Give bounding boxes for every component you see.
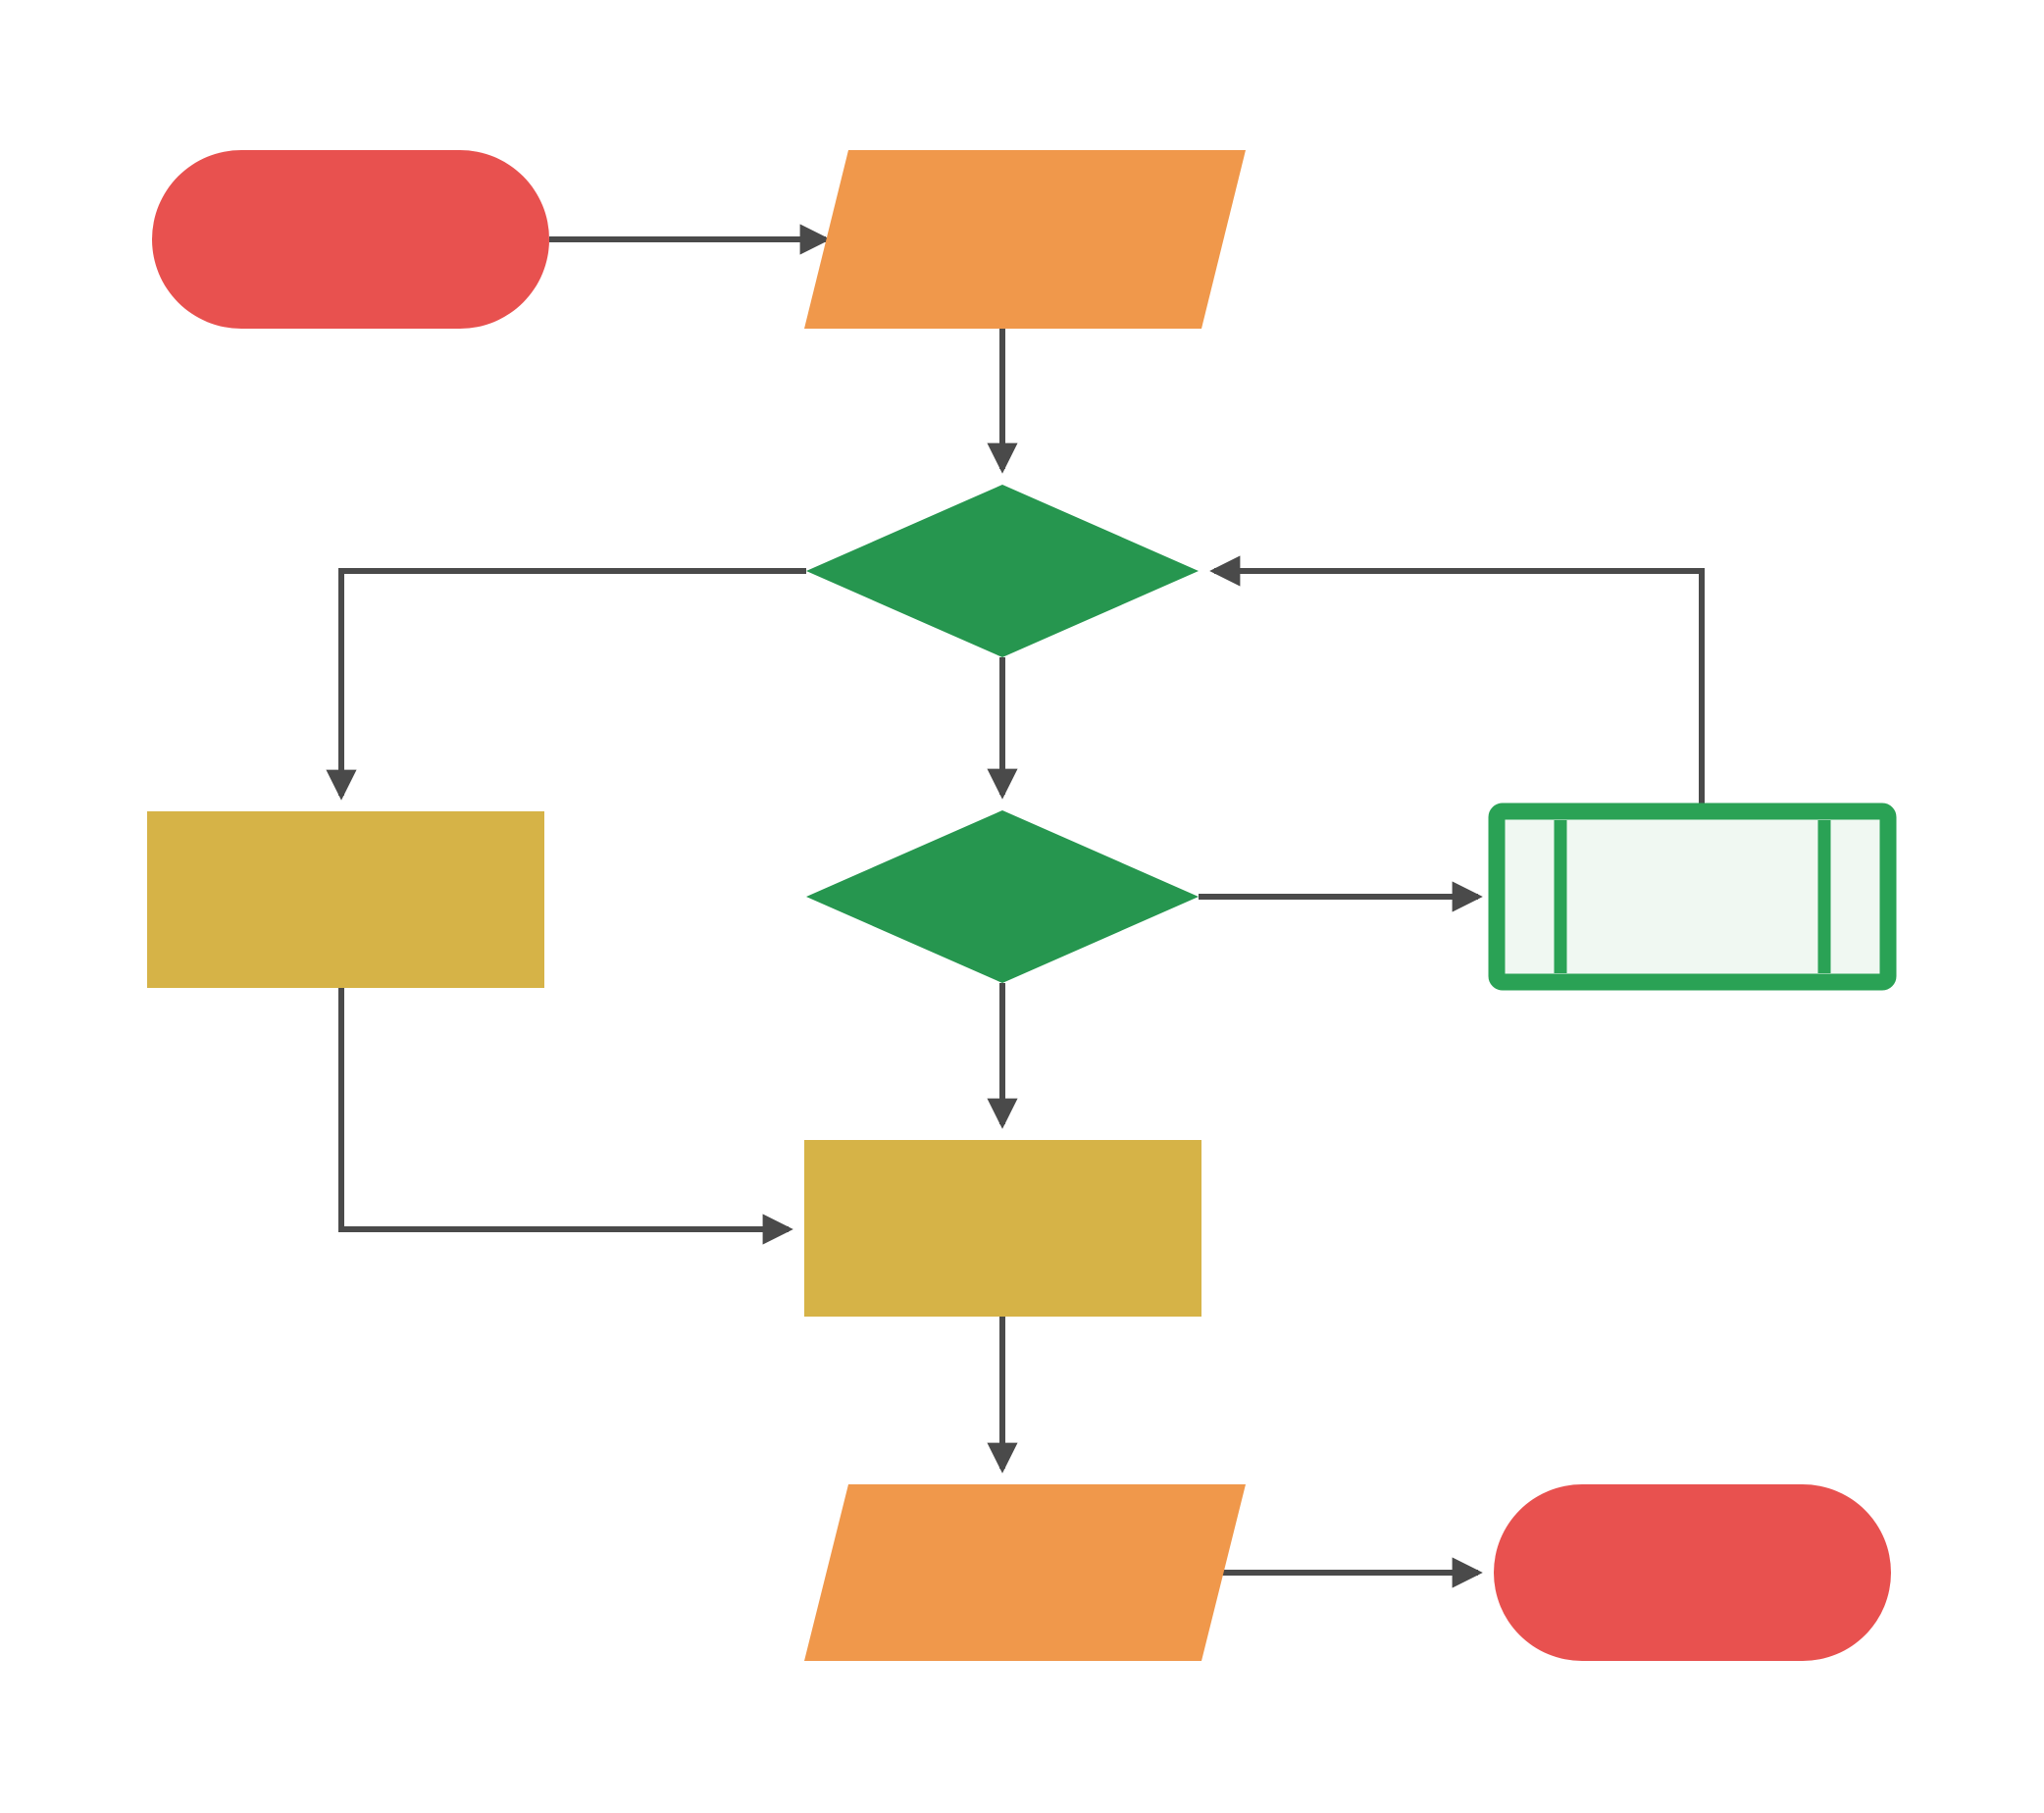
decision-1-diamond-shape[interactable] [806, 485, 1199, 657]
node-input-top[interactable] [804, 150, 1246, 329]
end-terminator-shape[interactable] [1494, 1484, 1891, 1661]
start-terminator-shape[interactable] [152, 150, 549, 329]
node-start[interactable] [152, 150, 549, 329]
process-center-rect-shape[interactable] [804, 1140, 1201, 1317]
edge-decision1-to-process-left [326, 568, 806, 801]
edge-predefined-process-to-decision1 [1209, 555, 1705, 808]
node-process-left[interactable] [147, 811, 544, 988]
node-end[interactable] [1494, 1484, 1891, 1661]
predefined-process-outer-shape[interactable] [1488, 803, 1897, 991]
edge-layer [326, 224, 1705, 1588]
node-process-center[interactable] [804, 1140, 1201, 1317]
output-bottom-parallelogram-shape[interactable] [804, 1484, 1246, 1661]
node-decision-2[interactable] [806, 810, 1199, 983]
node-output-bottom[interactable] [804, 1484, 1246, 1661]
node-decision-1[interactable] [806, 485, 1199, 657]
edge-process-left-to-process-center [338, 988, 793, 1245]
input-top-parallelogram-shape[interactable] [804, 150, 1246, 329]
node-layer [147, 150, 1897, 1661]
node-predefined-process[interactable] [1488, 803, 1897, 991]
decision-2-diamond-shape[interactable] [806, 810, 1199, 983]
process-left-rect-shape[interactable] [147, 811, 544, 988]
